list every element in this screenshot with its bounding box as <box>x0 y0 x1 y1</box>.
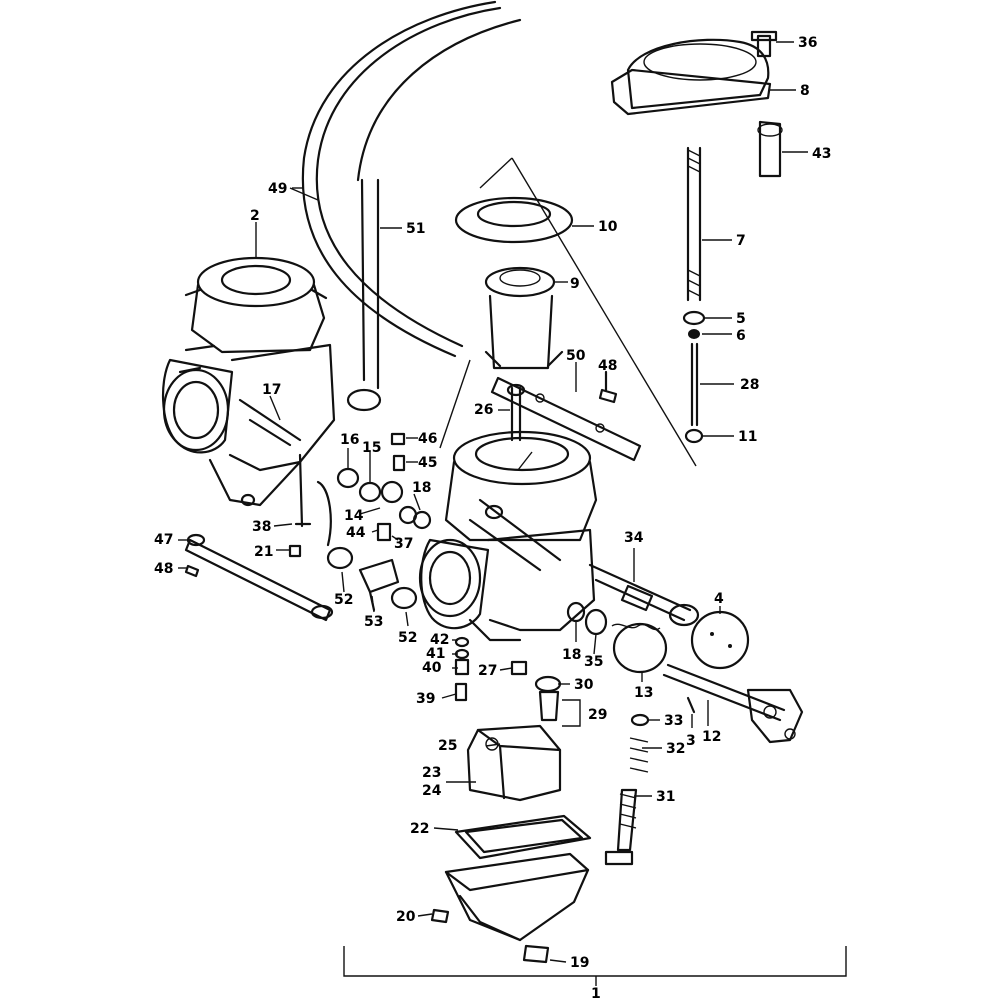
label-51: 51 <box>406 221 425 237</box>
label-2: 2 <box>250 208 260 224</box>
label-14: 14 <box>344 508 364 524</box>
label-26: 26 <box>474 402 493 418</box>
label-45: 45 <box>418 455 437 471</box>
label-12: 12 <box>702 729 721 745</box>
label-52b: 52 <box>398 630 417 646</box>
carburetor-right <box>418 383 598 642</box>
pilot-screw <box>604 713 650 866</box>
label-40: 40 <box>422 660 442 676</box>
needle-assembly <box>682 146 706 444</box>
label-16: 16 <box>340 432 359 448</box>
label-11: 11 <box>738 429 757 445</box>
label-38: 38 <box>252 519 271 535</box>
label-24: 24 <box>422 783 442 799</box>
label-22: 22 <box>410 821 429 837</box>
label-23: 23 <box>422 765 441 781</box>
bracket-50 <box>490 370 642 462</box>
label-41: 41 <box>426 646 445 662</box>
label-9: 9 <box>570 276 580 292</box>
label-1: 1 <box>591 986 601 1000</box>
label-36: 36 <box>798 35 817 51</box>
label-43: 43 <box>812 146 831 162</box>
label-8: 8 <box>800 83 810 99</box>
label-18a: 18 <box>412 480 431 496</box>
label-32: 32 <box>666 741 685 757</box>
label-25: 25 <box>438 738 457 754</box>
fuel-hoses <box>301 0 522 412</box>
label-44: 44 <box>346 525 366 541</box>
label-18b: 18 <box>562 647 581 663</box>
label-48a: 48 <box>154 561 173 577</box>
label-19: 19 <box>570 955 589 971</box>
top-cover <box>610 30 783 178</box>
label-6: 6 <box>736 328 746 344</box>
label-28: 28 <box>740 377 759 393</box>
label-50: 50 <box>566 348 586 364</box>
label-52a: 52 <box>334 592 353 608</box>
small-fittings <box>288 432 432 612</box>
label-29: 29 <box>588 707 607 723</box>
label-42: 42 <box>430 632 449 648</box>
label-7: 7 <box>736 233 746 249</box>
label-33: 33 <box>664 713 683 729</box>
jets <box>454 636 562 722</box>
label-31: 31 <box>656 789 675 805</box>
label-53: 53 <box>364 614 383 630</box>
throttle-shaft <box>662 663 804 744</box>
leader-lines <box>178 41 847 986</box>
label-48b: 48 <box>598 358 617 374</box>
label-35: 35 <box>584 654 603 670</box>
part-labels: 1 2 3 4 5 6 7 8 9 10 11 12 13 14 15 16 1… <box>154 35 831 1002</box>
label-10: 10 <box>598 219 618 235</box>
label-34: 34 <box>624 530 644 546</box>
diaphragm-piston <box>454 196 574 370</box>
float-chamber <box>430 724 592 964</box>
label-39: 39 <box>416 691 435 707</box>
label-20: 20 <box>396 909 416 925</box>
label-46: 46 <box>418 431 437 447</box>
label-17: 17 <box>262 382 281 398</box>
label-15: 15 <box>362 440 381 456</box>
label-49: 49 <box>268 181 287 197</box>
label-3: 3 <box>686 733 696 749</box>
label-47: 47 <box>154 532 173 548</box>
label-5: 5 <box>736 311 746 327</box>
alignment-lines <box>439 157 697 467</box>
label-4: 4 <box>714 591 724 607</box>
label-27: 27 <box>478 663 497 679</box>
label-21: 21 <box>254 544 273 560</box>
label-13: 13 <box>634 685 653 701</box>
carburetor-left <box>162 256 336 507</box>
label-37: 37 <box>394 536 413 552</box>
label-30: 30 <box>574 677 594 693</box>
